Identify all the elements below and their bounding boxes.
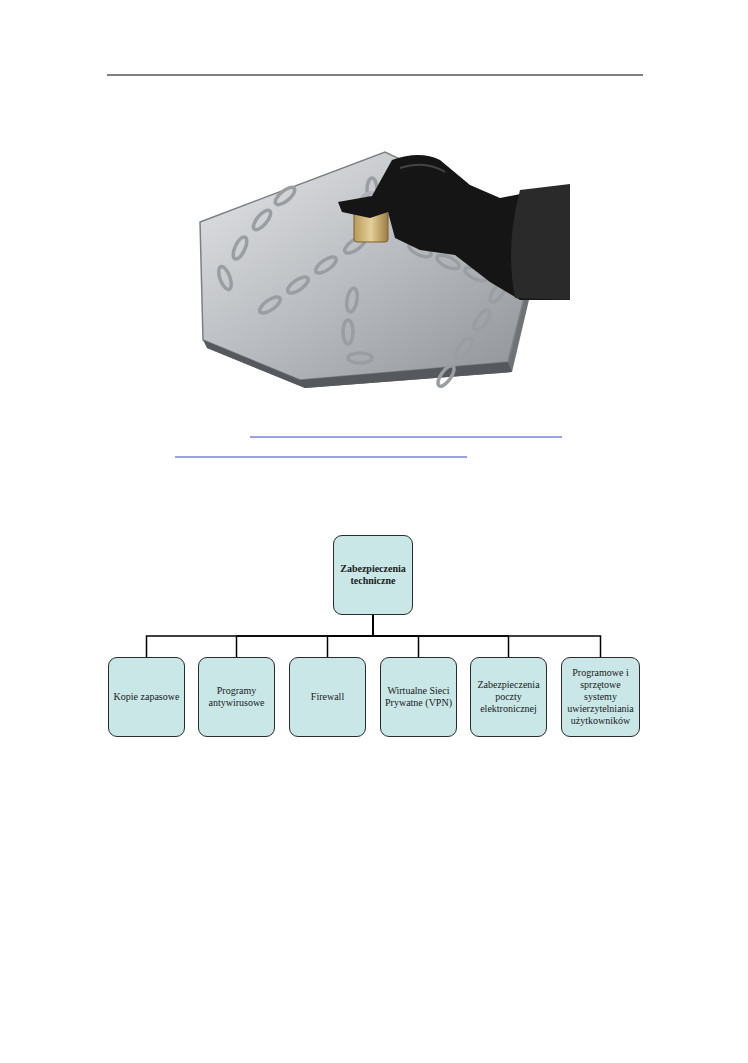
tree-connector	[237, 615, 374, 657]
tree-connector	[328, 615, 374, 657]
category-box: Programy antywirusowe	[198, 657, 275, 737]
box-label: Programy antywirusowe	[202, 685, 271, 709]
tree-connector	[147, 615, 374, 657]
box-label: Zabezpieczenia poczty elektronicznej	[474, 679, 543, 715]
link-underline	[175, 457, 467, 458]
category-box: Wirtualne Sieci Prywatne (VPN)	[380, 657, 457, 737]
category-box: Zabezpieczenia poczty elektronicznej	[470, 657, 547, 737]
tree-connector	[373, 615, 601, 657]
box-label: Wirtualne Sieci Prywatne (VPN)	[384, 685, 453, 709]
box-label: Firewall	[311, 691, 344, 703]
category-box: Programowe i sprzętowe systemy uwierzyte…	[561, 657, 640, 737]
laptop-illustration	[178, 143, 570, 403]
link-underline	[250, 437, 562, 438]
box-label: Programowe i sprzętowe systemy uwierzyte…	[565, 667, 636, 727]
category-box: Kopie zapasowe	[108, 657, 185, 737]
header-rule	[107, 75, 643, 76]
box-label: Zabezpieczenia techniczne	[337, 563, 409, 587]
box-label: Kopie zapasowe	[114, 691, 180, 703]
category-box: Firewall	[289, 657, 366, 737]
root-box: Zabezpieczenia techniczne	[333, 535, 413, 615]
